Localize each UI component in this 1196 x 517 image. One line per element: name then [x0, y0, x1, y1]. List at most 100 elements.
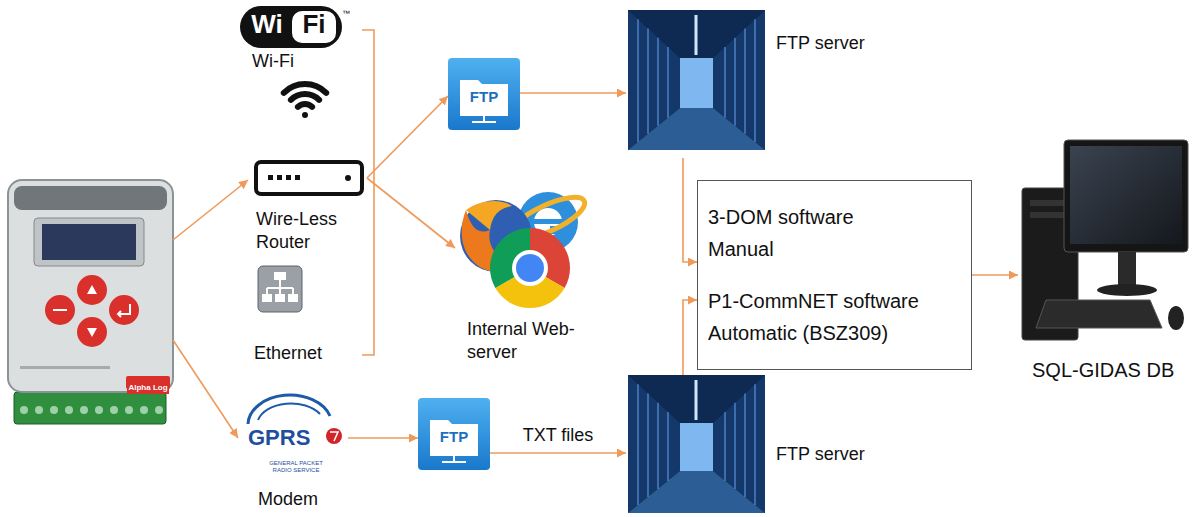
computer-illustration-part — [1064, 140, 1188, 252]
web-server-node: Internal Web-server — [455, 178, 585, 370]
ethernet-icon-part — [288, 294, 298, 302]
text-holder: FTP — [448, 88, 520, 106]
computer-illustration-part — [1036, 300, 1162, 328]
node-text: FTP — [470, 89, 498, 106]
connector-arrow — [367, 96, 448, 178]
connector-arrow — [683, 300, 697, 375]
node-text: Wi-Fi — [252, 50, 294, 73]
connector-arrow — [367, 178, 455, 248]
connector-group — [173, 93, 1018, 453]
node-text: Wi — [251, 10, 283, 39]
gprs-logo-part — [330, 432, 338, 441]
computer-illustration — [1022, 140, 1188, 340]
gprs-logo-part — [326, 428, 342, 444]
text-holder: FTP server — [776, 32, 884, 55]
router-icon-part — [286, 175, 291, 180]
server-room-image-part — [680, 58, 713, 108]
text-holder: GENERAL PACKET RADIO SERVICE — [268, 458, 324, 476]
ethernet-icon-part — [275, 294, 285, 302]
server-room-image-part — [695, 15, 698, 55]
node-text: FTP server — [776, 32, 865, 55]
router-icon-part — [295, 175, 300, 180]
node-text: P1-CommNET software Automatic (BSZ309) — [708, 285, 953, 349]
node-text: GENERAL PACKET RADIO SERVICE — [268, 460, 324, 474]
data-logger-illustration-part — [125, 406, 133, 414]
connector-arrow — [972, 274, 1018, 276]
data-logger-illustration-part — [109, 295, 139, 325]
wifi-signal-symbol-part — [284, 84, 326, 93]
connector-arrow — [683, 158, 697, 262]
data-logger-illustration-part — [20, 366, 110, 369]
data-logger-illustration-part — [77, 317, 107, 347]
connector-arrow — [520, 92, 626, 94]
wifi-signal-symbol-part — [302, 112, 308, 118]
text-holder: P1-CommNET software Automatic (BSZ309) — [708, 285, 953, 349]
data-logger-illustration-part — [87, 328, 97, 337]
node-text: Alpha Log — [127, 381, 168, 394]
router-icon — [256, 162, 362, 194]
data-logger-illustration-part — [77, 275, 107, 305]
server-room-image-part — [695, 380, 698, 420]
data-logger-illustration-part — [20, 406, 28, 414]
text-holder: Wire-Less Router — [256, 208, 364, 253]
browser-icons-part — [466, 201, 512, 230]
browser-icons-part — [516, 254, 544, 282]
text-holder: FTP server — [776, 443, 884, 466]
text-holder: Ethernet — [254, 342, 348, 365]
software-box: 3-DOM software ManualP1-CommNET software… — [697, 180, 972, 370]
browser-icons-part — [512, 250, 548, 286]
ftp-icon-part — [430, 420, 478, 456]
node-text: 3-DOM software Manual — [708, 201, 883, 265]
connector-arrow — [348, 437, 418, 439]
node-text: FTP server — [776, 443, 865, 466]
ftp-server-node: FTP server — [626, 375, 886, 513]
router-icon-part — [268, 175, 273, 180]
node-text: ™ — [342, 10, 350, 18]
wifi-signal-symbol-part — [298, 104, 312, 107]
text-holder: FTP — [418, 428, 490, 446]
node-text: FTP — [440, 429, 468, 446]
ethernet-node: Ethernet — [248, 262, 348, 368]
text-holder: Wi-Fi — [252, 50, 342, 73]
text-holder: Fi — [292, 10, 336, 39]
text-holder: GPRS — [248, 426, 318, 450]
wifi-signal-symbol — [284, 84, 326, 118]
computer-illustration-part — [1070, 146, 1182, 244]
data-logger-illustration-part — [155, 406, 163, 414]
connector-arrow — [173, 340, 238, 438]
router-icon-part — [256, 162, 362, 194]
data-logger-illustration-part — [65, 406, 73, 414]
data-logger-illustration-part — [87, 285, 97, 294]
ftp-node: FTP — [448, 58, 520, 130]
text-holder: Internal Web-server — [467, 318, 579, 363]
ftp-icon-part — [460, 80, 508, 116]
node-text: GPRS — [248, 426, 310, 450]
browser-icons — [460, 189, 590, 308]
ethernet-icon-part — [262, 294, 272, 302]
node-text: Modem — [258, 488, 318, 511]
data-logger-illustration-part — [34, 218, 144, 266]
data-logger-illustration — [8, 180, 173, 424]
ftp-icon-part — [472, 116, 496, 122]
ftp-server-node: FTP server — [626, 8, 886, 158]
data-logger-illustration-part — [14, 392, 166, 424]
ftp-icon — [448, 58, 520, 130]
text-holder: Wi — [244, 10, 290, 39]
node-text: Fi — [302, 10, 325, 39]
data-logger-illustration-part — [118, 304, 130, 317]
connector-arrow — [173, 180, 248, 240]
gprs-logo-part — [258, 403, 320, 420]
ethernet-icon-part — [267, 280, 293, 294]
data-logger-illustration-part — [110, 406, 118, 414]
text-holder: 3-DOM software Manual — [708, 201, 883, 265]
server-room-image — [628, 375, 765, 513]
data-logger: Alpha Log — [8, 180, 173, 400]
data-logger-illustration-part — [95, 406, 103, 414]
wifi-signal-symbol-part — [291, 94, 319, 100]
ethernet-icon — [258, 266, 302, 312]
wifi-logo-part — [292, 11, 336, 43]
wifi-logo-part — [240, 6, 342, 48]
